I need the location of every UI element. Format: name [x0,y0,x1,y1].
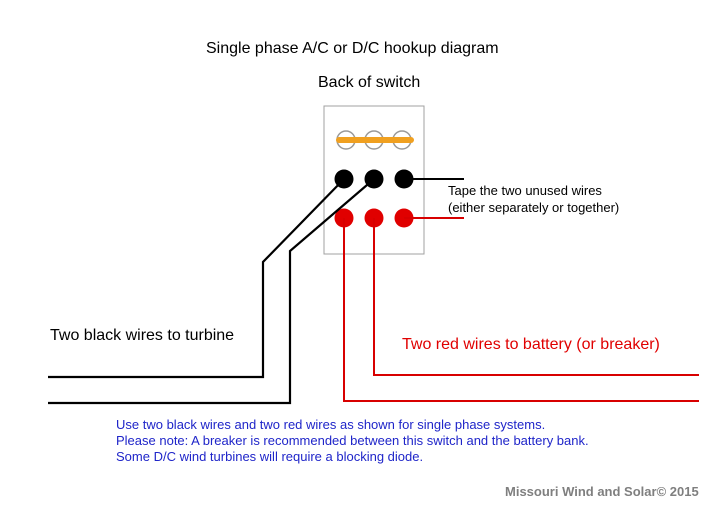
tape-note-line-1: Tape the two unused wires [448,183,602,198]
black-wire-1 [48,178,345,379]
red-wire-1 [343,218,699,402]
copyright-credit: Missouri Wind and Solar© 2015 [505,484,699,499]
note-line-2: Please note: A breaker is recommended be… [116,433,589,448]
note-line-1: Use two black wires and two red wires as… [116,417,546,432]
tape-note: Tape the two unused wires (either separa… [448,182,619,216]
red-wire-2 [373,218,699,376]
note-line-3: Some D/C wind turbines will require a bl… [116,449,424,464]
diagram-title: Single phase A/C or D/C hookup diagram [206,40,499,57]
notes-block: Use two black wires and two red wires as… [116,417,589,465]
black-wires-label: Two black wires to turbine [50,327,235,344]
tape-note-line-2: (either separately or together) [448,200,620,215]
switch-label: Back of switch [318,74,421,91]
red-wires-label: Two red wires to battery (or breaker) [402,336,660,353]
black-wire-2 [48,178,375,405]
